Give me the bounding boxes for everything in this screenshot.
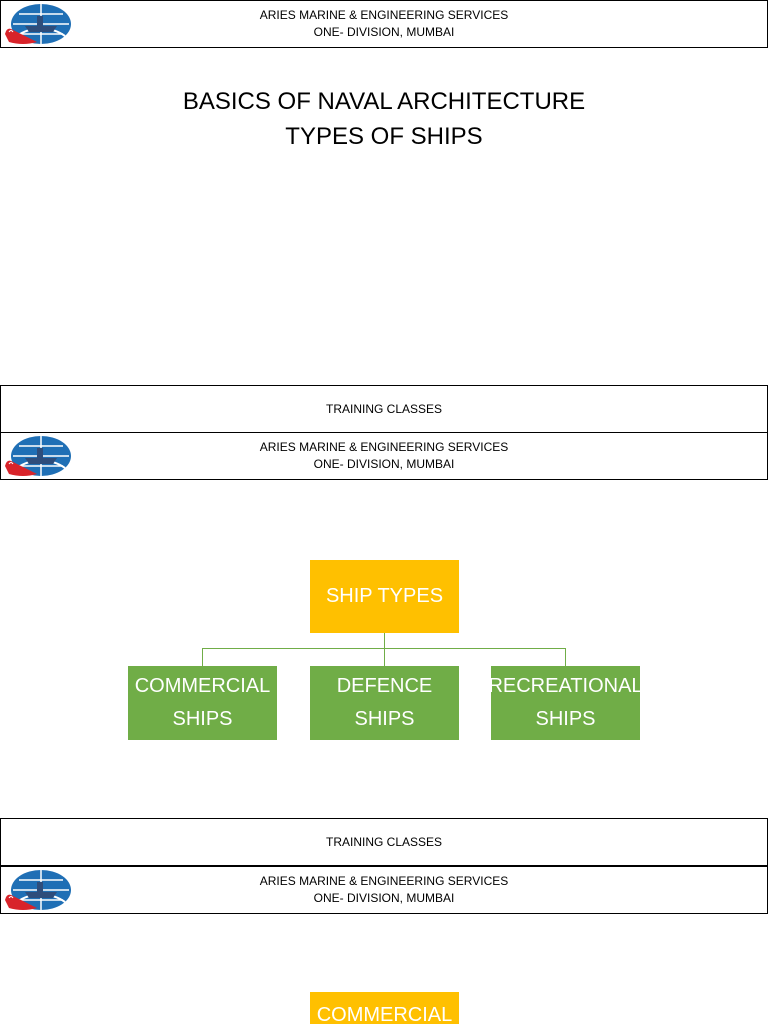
header-text: ARIES MARINE & ENGINEERING SERVICES ONE-… bbox=[1, 873, 767, 907]
company-logo-icon bbox=[5, 4, 71, 44]
connector-left bbox=[202, 648, 203, 666]
box-line-1: COMMERCIAL bbox=[134, 675, 271, 697]
ship-types-box: SHIP TYPES bbox=[310, 560, 459, 633]
company-name: ARIES MARINE & ENGINEERING SERVICES bbox=[259, 440, 509, 454]
defence-ships-box: DEFENCE SHIPS bbox=[310, 666, 459, 740]
box-line-1: RECREATIONAL bbox=[488, 675, 643, 697]
box-line-2: SHIPS bbox=[354, 708, 415, 730]
box-line-2: SHIPS bbox=[535, 708, 596, 730]
company-division: ONE- DIVISION, MUMBAI bbox=[313, 25, 455, 39]
connector-middle bbox=[384, 648, 385, 666]
commercial-ships-box: COMMERCIAL SHIPS bbox=[128, 666, 277, 740]
commercial-root-label: COMMERCIAL bbox=[316, 1004, 453, 1024]
slide3-header: ARIES MARINE & ENGINEERING SERVICES ONE-… bbox=[0, 866, 768, 914]
slide1-title: BASICS OF NAVAL ARCHITECTURE TYPES OF SH… bbox=[0, 84, 768, 154]
connector-trunk bbox=[384, 633, 385, 649]
connector-right bbox=[565, 648, 566, 666]
slide1-header: ARIES MARINE & ENGINEERING SERVICES ONE-… bbox=[0, 0, 768, 48]
slide1-footer: TRAINING CLASSES bbox=[0, 385, 768, 433]
company-logo-icon bbox=[5, 870, 71, 910]
recreational-ships-box: RECREATIONAL SHIPS bbox=[488, 666, 643, 740]
box-line-2: SHIPS bbox=[172, 708, 233, 730]
box-line-1: DEFENCE bbox=[336, 675, 433, 697]
ship-types-label: SHIP TYPES bbox=[325, 585, 444, 607]
title-line-2: TYPES OF SHIPS bbox=[285, 123, 483, 150]
company-division: ONE- DIVISION, MUMBAI bbox=[313, 891, 455, 905]
title-line-1: BASICS OF NAVAL ARCHITECTURE bbox=[182, 88, 586, 115]
slide2-footer: TRAINING CLASSES bbox=[0, 818, 768, 866]
commercial-root-box: COMMERCIAL bbox=[310, 992, 459, 1024]
company-logo-icon bbox=[5, 436, 71, 476]
header-text: ARIES MARINE & ENGINEERING SERVICES ONE-… bbox=[1, 7, 767, 41]
header-text: ARIES MARINE & ENGINEERING SERVICES ONE-… bbox=[1, 439, 767, 473]
slide2-header: ARIES MARINE & ENGINEERING SERVICES ONE-… bbox=[0, 432, 768, 480]
company-name: ARIES MARINE & ENGINEERING SERVICES bbox=[259, 874, 509, 888]
company-division: ONE- DIVISION, MUMBAI bbox=[313, 457, 455, 471]
company-name: ARIES MARINE & ENGINEERING SERVICES bbox=[259, 8, 509, 22]
